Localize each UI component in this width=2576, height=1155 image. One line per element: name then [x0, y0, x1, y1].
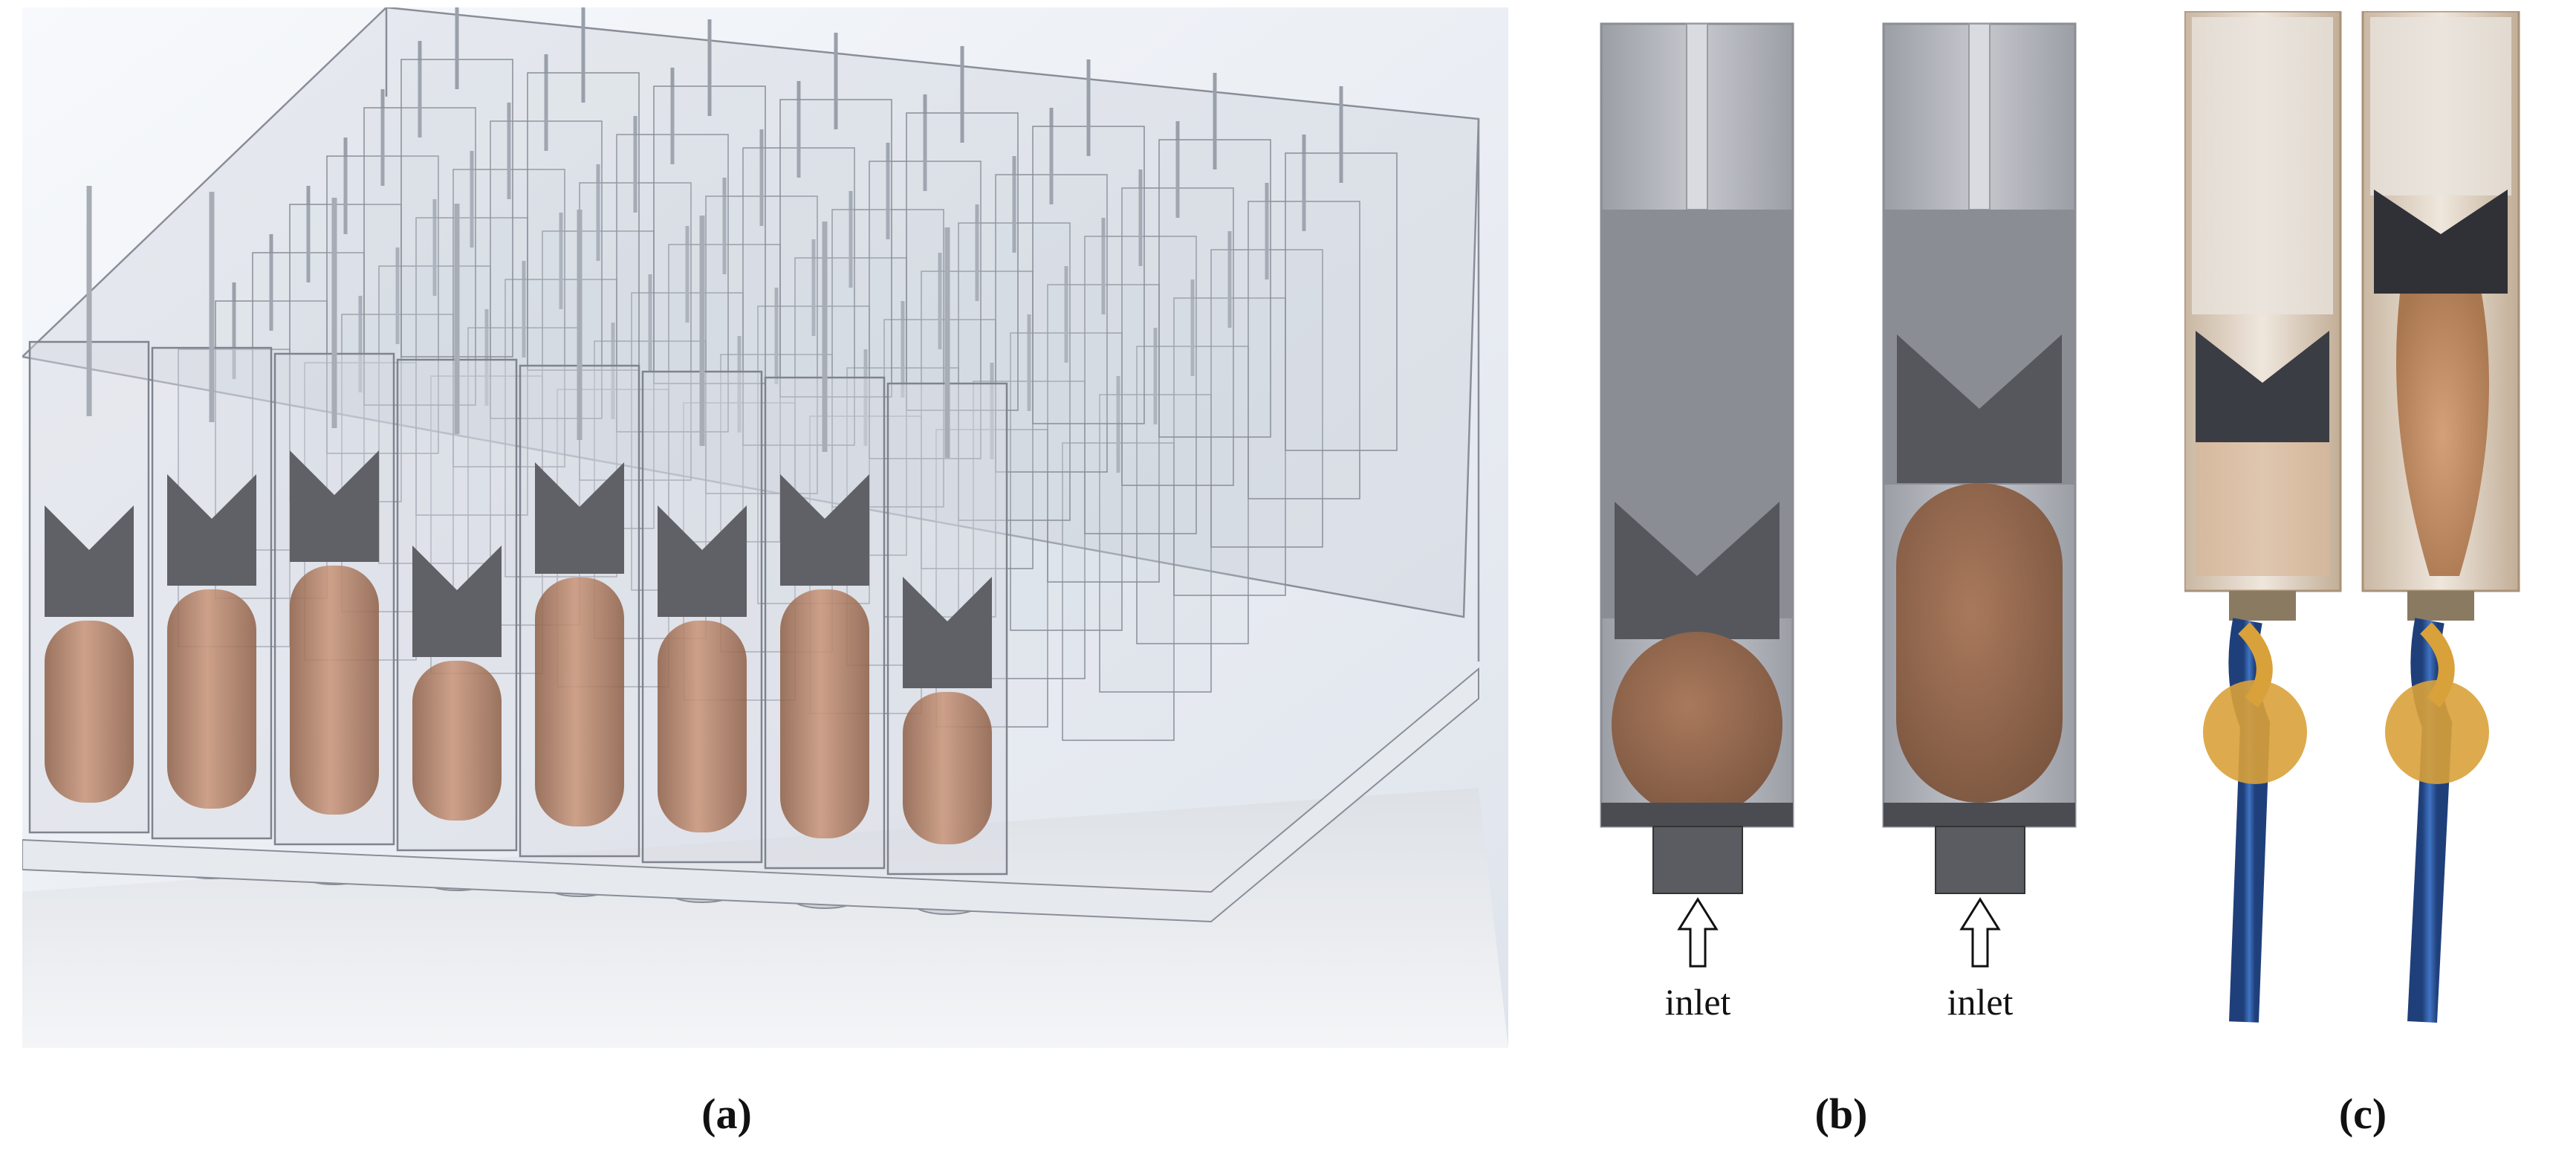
v-wedge	[535, 462, 624, 574]
balloon	[45, 621, 134, 803]
array-front-row	[28, 186, 1008, 915]
cad-floor	[22, 788, 1508, 1048]
inlet-label-left: inlet	[1665, 981, 1731, 1023]
caption-c: (c)	[2338, 1090, 2387, 1138]
array-cell	[641, 216, 763, 903]
array-top-grid	[22, 7, 1480, 661]
balloon	[290, 566, 379, 815]
v-wedge	[903, 577, 992, 688]
v-wedge	[412, 546, 502, 657]
balloon	[903, 692, 992, 844]
v-wedge	[2374, 190, 2508, 294]
panel-b-cross-sections: inlet inlet	[1600, 22, 2077, 1023]
v-wedge	[290, 450, 379, 562]
connector	[2385, 680, 2489, 784]
panel-a-cad-array	[22, 7, 1508, 1048]
stem-rod	[1968, 23, 1991, 210]
panel-c-photos	[2184, 11, 2520, 1023]
balloon-inflated	[2396, 294, 2489, 576]
v-wedge	[2196, 331, 2329, 442]
inlet-fitting	[1935, 826, 2025, 894]
balloon-small	[1612, 632, 1782, 818]
balloon	[167, 589, 256, 809]
array-cell	[273, 198, 395, 885]
inlet-label-right: inlet	[1947, 981, 2014, 1023]
inlet-arrow-left	[1677, 897, 1719, 968]
balloon	[658, 621, 747, 832]
connector	[2203, 680, 2307, 784]
v-wedge	[1897, 334, 2062, 483]
v-wedge	[45, 505, 134, 617]
v-wedge	[1615, 502, 1779, 639]
array-cell	[28, 186, 150, 873]
base-plate	[22, 667, 1479, 923]
balloon	[780, 589, 869, 838]
inlet-arrow-right	[1959, 897, 2001, 968]
array-cell	[151, 192, 273, 879]
section-right: inlet	[1882, 22, 2077, 1023]
section-left: inlet	[1600, 22, 1794, 1023]
inlet-base	[1884, 803, 2075, 826]
v-wedge	[658, 505, 747, 617]
caption-b: (b)	[1814, 1090, 1868, 1138]
balloon-large	[1896, 483, 2063, 803]
caption-a: (a)	[701, 1090, 752, 1138]
stem-rod	[1686, 23, 1708, 210]
v-wedge	[780, 474, 869, 586]
balloon	[535, 578, 624, 826]
balloon	[412, 661, 502, 821]
photo-right	[2361, 11, 2520, 1023]
array-cell	[519, 210, 640, 897]
inlet-fitting	[1652, 826, 1743, 894]
photo-left	[2184, 11, 2342, 1023]
inlet-base	[1601, 803, 1793, 826]
v-wedge	[167, 474, 256, 586]
